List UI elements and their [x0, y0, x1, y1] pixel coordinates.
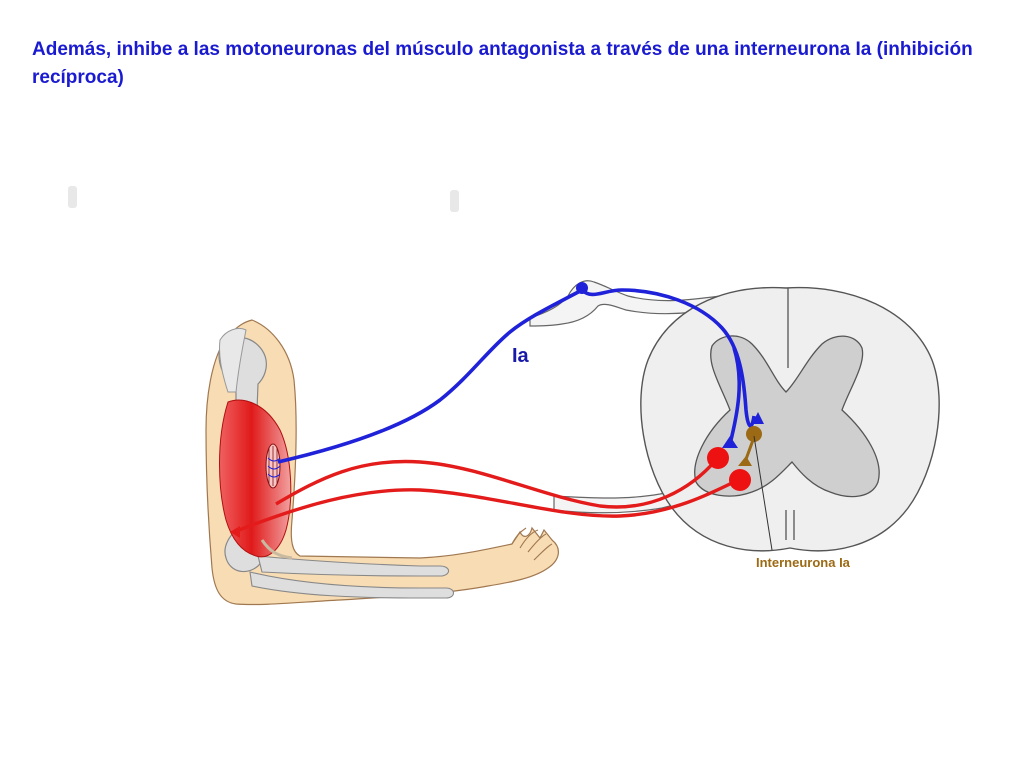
antagonist-motor-axon [233, 478, 739, 534]
arm-skin [205, 319, 559, 606]
arm-illustration [205, 319, 559, 606]
ventral-median-fissure [785, 510, 795, 540]
antagonist-motoneuron [729, 469, 751, 491]
biceps-tendon [260, 539, 293, 560]
ia-synapse-motor [722, 436, 738, 448]
hand-fingers [511, 527, 553, 561]
faint-mark-right [450, 190, 459, 212]
ia-label: Ia [512, 345, 530, 367]
agonist-motor-axon [275, 458, 718, 509]
interneuron-leader-line [753, 435, 773, 551]
interneuron-ia [738, 426, 762, 466]
ia-central-branch [580, 288, 756, 428]
scapula-bone [219, 327, 247, 393]
muscle-spindle [265, 443, 281, 489]
ulna-bone [249, 571, 455, 599]
neuromuscular-ending-left [230, 526, 240, 538]
faint-mark-left [68, 186, 77, 208]
agonist-motoneuron [707, 447, 729, 469]
ia-synapse-interneuron [752, 412, 764, 424]
radius-bone [257, 555, 450, 577]
slide-title: Además, inhibe a las motoneuronas del mú… [32, 39, 973, 88]
interneuron-cell-body [746, 426, 762, 442]
interneuron-synapse [738, 456, 752, 466]
interneuron-label: Interneurona Ia [756, 555, 851, 570]
ia-afferent-fiber [277, 288, 583, 464]
ia-motor-branch [728, 347, 742, 445]
